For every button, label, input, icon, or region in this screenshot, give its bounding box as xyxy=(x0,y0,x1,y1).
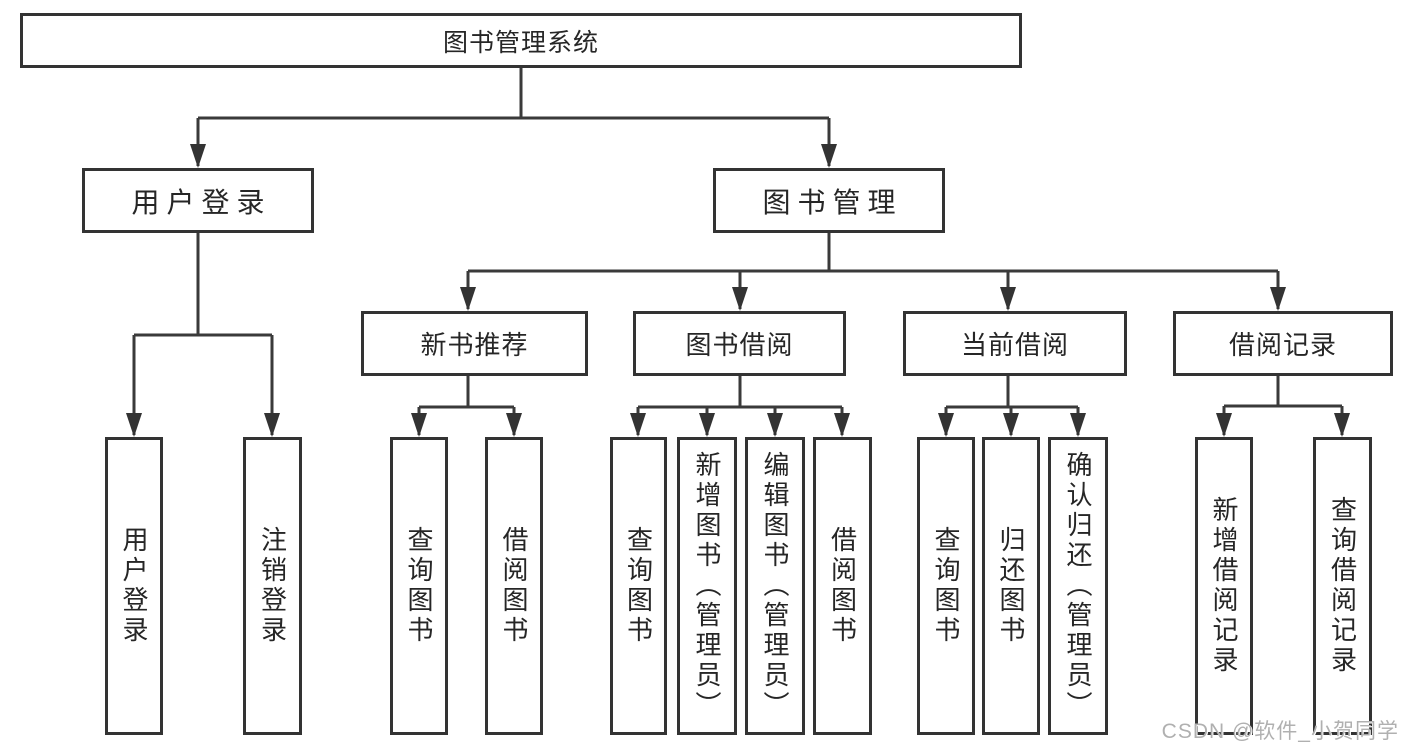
arrow-down-icon xyxy=(630,413,646,437)
arrow-down-icon xyxy=(1216,413,1232,437)
node-label: 借阅图书 xyxy=(499,526,529,646)
node-label: 确认归还（管理员） xyxy=(1063,451,1093,721)
arrow-down-icon xyxy=(767,413,783,437)
leaf-query-books-borrowing: 查询图书 xyxy=(610,437,667,735)
node-current-borrowing: 当前借阅 xyxy=(903,311,1127,376)
node-root-system: 图书管理系统 xyxy=(20,13,1022,68)
arrow-down-icon xyxy=(699,413,715,437)
node-label: 查询图书 xyxy=(404,526,434,646)
node-label: 图书管理系统 xyxy=(442,28,599,57)
arrow-down-icon xyxy=(190,144,206,168)
node-label: 注销登录 xyxy=(257,526,288,646)
node-book-management: 图书管理 xyxy=(713,168,945,233)
leaf-borrow-books-borrowing: 借阅图书 xyxy=(813,437,872,735)
node-label: 查询借阅记录 xyxy=(1327,496,1358,676)
node-book-borrowing: 图书借阅 xyxy=(633,311,846,376)
node-label: 新增借阅记录 xyxy=(1209,496,1239,676)
node-label: 图书借阅 xyxy=(685,330,794,360)
leaf-borrow-books-recommend: 借阅图书 xyxy=(485,437,543,735)
node-new-book-recommend: 新书推荐 xyxy=(361,311,588,376)
node-user-login: 用户登录 xyxy=(82,168,314,233)
arrow-down-icon xyxy=(264,413,280,437)
arrow-down-icon xyxy=(1334,413,1350,437)
arrow-down-icon xyxy=(460,287,476,311)
arrow-down-icon xyxy=(821,144,837,168)
arrow-down-icon xyxy=(1070,413,1086,437)
connector-root-to-branches xyxy=(190,68,837,168)
node-label: 编辑图书（管理员） xyxy=(760,451,790,721)
connector-borrowing-records-to-leaves xyxy=(1216,376,1350,437)
connector-book-management-to-sections xyxy=(460,233,1286,311)
connector-current-borrowing-to-leaves xyxy=(938,376,1086,437)
arrow-down-icon xyxy=(732,287,748,311)
arrow-down-icon xyxy=(834,413,850,437)
leaf-return-books: 归还图书 xyxy=(982,437,1040,735)
node-label: 查询图书 xyxy=(623,526,654,646)
node-label: 归还图书 xyxy=(996,526,1026,646)
arrow-down-icon xyxy=(506,413,522,437)
leaf-add-book-admin: 新增图书（管理员） xyxy=(677,437,737,735)
arrow-down-icon xyxy=(1270,287,1286,311)
node-label: 用户登录 xyxy=(131,186,272,218)
node-label: 借阅图书 xyxy=(827,526,858,646)
node-label: 借阅记录 xyxy=(1228,330,1337,360)
csdn-watermark: CSDN @软件_小贺同学 xyxy=(1161,720,1399,743)
node-borrowing-records: 借阅记录 xyxy=(1173,311,1393,376)
arrow-down-icon xyxy=(411,413,427,437)
leaf-query-borrow-record: 查询借阅记录 xyxy=(1313,437,1372,735)
arrow-down-icon xyxy=(1003,413,1019,437)
node-label: 新书推荐 xyxy=(420,330,529,360)
node-label: 当前借阅 xyxy=(960,330,1069,360)
leaf-edit-book-admin: 编辑图书（管理员） xyxy=(745,437,805,735)
connector-book-borrowing-to-leaves xyxy=(630,376,850,437)
leaf-query-books-recommend: 查询图书 xyxy=(390,437,448,735)
node-label: 查询图书 xyxy=(931,526,961,646)
node-label: 图书管理 xyxy=(762,186,903,218)
node-label: 新增图书（管理员） xyxy=(692,451,722,721)
connector-user-login-to-leaves xyxy=(126,233,280,437)
leaf-user-login: 用户登录 xyxy=(105,437,163,735)
node-label: 用户登录 xyxy=(119,526,149,646)
leaf-add-borrow-record: 新增借阅记录 xyxy=(1195,437,1253,735)
arrow-down-icon xyxy=(1000,287,1016,311)
arrow-down-icon xyxy=(938,413,954,437)
connector-new-book-recommend-to-leaves xyxy=(411,376,522,437)
leaf-query-books-current: 查询图书 xyxy=(917,437,975,735)
arrow-down-icon xyxy=(126,413,142,437)
leaf-confirm-return-admin: 确认归还（管理员） xyxy=(1048,437,1108,735)
leaf-logout: 注销登录 xyxy=(243,437,302,735)
